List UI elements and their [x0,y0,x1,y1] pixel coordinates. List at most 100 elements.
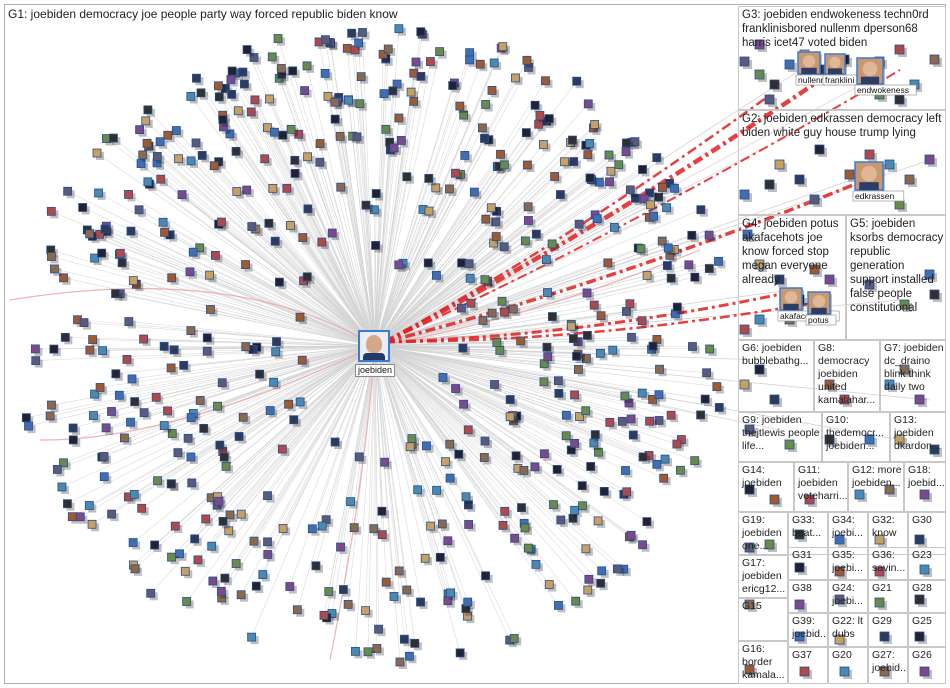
user-node[interactable] [489,58,502,70]
user-node[interactable] [625,185,638,197]
user-node[interactable] [221,461,234,474]
user-node[interactable] [585,173,598,185]
user-node[interactable] [570,505,582,518]
user-node[interactable] [464,520,476,532]
user-node[interactable] [197,151,210,163]
user-node[interactable] [302,61,315,73]
user-node[interactable] [213,401,225,414]
user-node[interactable] [416,71,428,84]
group-member-node[interactable] [754,69,767,82]
group-member-node[interactable] [809,264,822,277]
user-node[interactable] [372,644,384,656]
user-node[interactable] [542,342,554,355]
user-node[interactable] [405,651,417,664]
user-node[interactable] [480,134,492,146]
user-node[interactable] [547,312,560,324]
user-node[interactable] [90,389,102,402]
user-node[interactable] [589,300,602,313]
group-member-node[interactable] [834,634,847,647]
user-node[interactable] [696,205,708,217]
group-member-node[interactable] [824,274,837,287]
group-member-node[interactable] [854,489,867,502]
user-node[interactable] [416,27,428,39]
group-member-node[interactable] [814,144,827,157]
group-member-node[interactable] [774,159,787,172]
user-node[interactable] [479,453,492,465]
user-node[interactable] [702,368,714,380]
user-node[interactable] [399,634,412,647]
user-node[interactable] [520,523,532,535]
user-node[interactable] [690,272,702,285]
user-node[interactable] [225,510,237,522]
user-node[interactable] [500,506,512,519]
user-node[interactable] [574,365,586,377]
user-node[interactable] [142,138,155,151]
user-node[interactable] [574,219,587,232]
user-node[interactable] [566,321,579,334]
user-node[interactable] [621,466,633,478]
group-member-node[interactable] [809,194,822,207]
user-node[interactable] [411,57,423,70]
user-node[interactable] [593,516,606,528]
user-node[interactable] [478,316,490,328]
user-node[interactable] [174,154,186,166]
user-node[interactable] [101,423,114,435]
user-node[interactable] [531,229,544,242]
user-node[interactable] [369,524,381,536]
user-node[interactable] [523,160,535,173]
user-node[interactable] [465,273,478,286]
user-node[interactable] [192,73,204,86]
user-node[interactable] [463,597,475,610]
user-node[interactable] [163,406,175,418]
group-member-node[interactable] [784,59,797,72]
user-node[interactable] [622,138,634,150]
user-node[interactable] [540,449,552,461]
user-node[interactable] [234,432,247,444]
user-node[interactable] [475,59,488,72]
group-member-node[interactable] [929,54,942,67]
user-node[interactable] [298,233,310,245]
user-node[interactable] [431,183,443,195]
user-node[interactable] [214,81,226,93]
user-node[interactable] [87,519,100,532]
user-node[interactable] [649,211,661,224]
user-node[interactable] [426,521,438,534]
user-node[interactable] [170,521,183,534]
user-node[interactable] [295,312,308,325]
user-node[interactable] [217,217,229,230]
user-node[interactable] [621,147,634,159]
group-member-node[interactable] [904,174,917,187]
user-node[interactable] [186,326,198,338]
user-node[interactable] [654,390,666,402]
user-node[interactable] [614,160,626,172]
user-node[interactable] [377,506,389,519]
user-node[interactable] [508,304,521,316]
user-node[interactable] [276,64,289,76]
user-node[interactable] [571,596,583,609]
user-node[interactable] [586,462,598,474]
node-franklinisbored[interactable] [824,53,847,76]
user-node[interactable] [190,534,202,546]
user-node[interactable] [666,273,679,286]
user-node[interactable] [583,99,596,111]
user-node[interactable] [127,374,139,386]
user-node[interactable] [288,66,300,78]
user-node[interactable] [59,458,71,470]
user-node[interactable] [521,128,534,140]
user-node[interactable] [590,120,602,132]
group-member-node[interactable] [744,599,757,612]
user-node[interactable] [355,99,367,111]
user-node[interactable] [97,248,109,261]
user-node[interactable] [330,114,343,127]
user-node[interactable] [363,647,375,659]
user-node[interactable] [416,597,428,610]
user-node[interactable] [451,384,463,396]
group-member-node[interactable] [769,494,782,507]
user-node[interactable] [554,376,566,388]
user-node[interactable] [242,185,254,198]
user-node[interactable] [584,574,596,587]
user-node[interactable] [351,646,363,659]
user-node[interactable] [581,406,593,418]
user-node[interactable] [135,125,147,137]
user-node[interactable] [625,299,637,311]
